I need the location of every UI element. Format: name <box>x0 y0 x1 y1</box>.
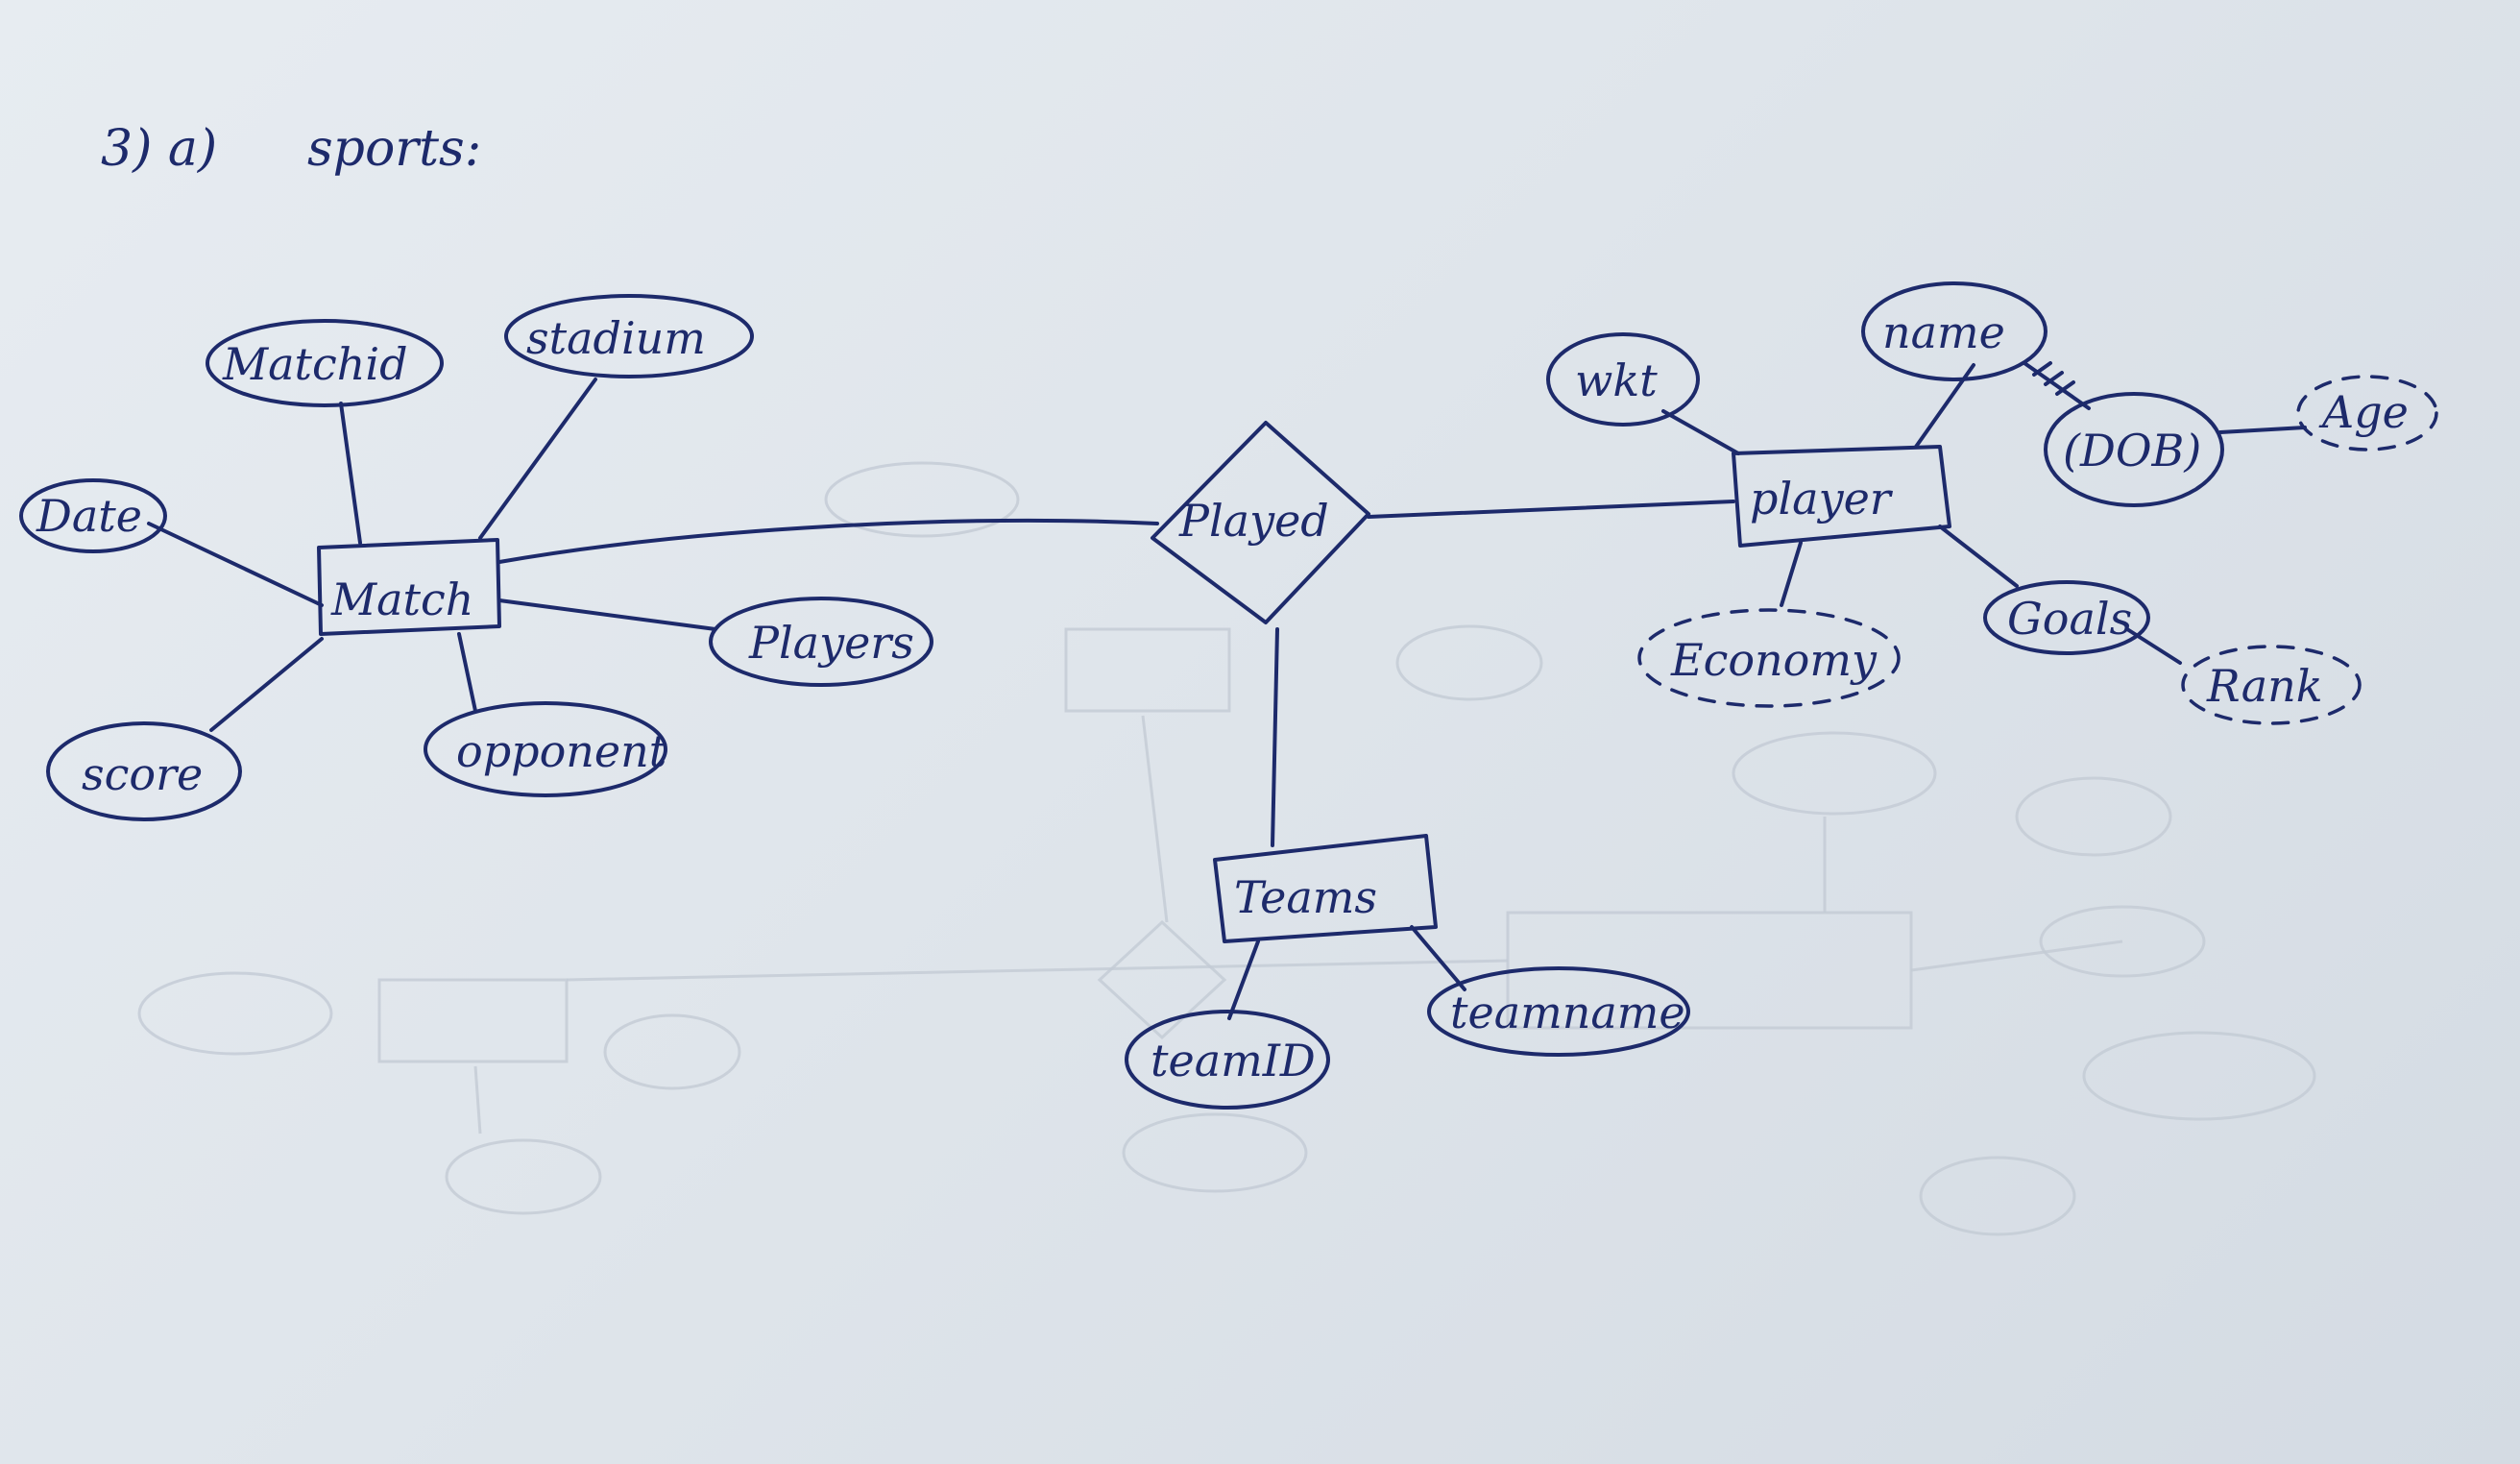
attr-teamid: teamID <box>1125 1010 1330 1110</box>
attr-age-label: Age <box>2318 386 2409 438</box>
attr-date-label: Date <box>36 490 142 542</box>
attr-rank: Rank <box>2181 645 2362 725</box>
entity-teams: Teams <box>1213 834 1438 943</box>
entity-match: Match <box>317 538 501 636</box>
entity-player-label: player <box>1750 473 1894 525</box>
attr-age: Age <box>2296 375 2438 451</box>
attr-players-label: Players <box>748 617 914 669</box>
attr-wkt-label: wkt <box>1575 354 1658 406</box>
attr-matchid: Matchid <box>206 319 444 407</box>
attr-goals-label: Goals <box>2007 593 2132 645</box>
attr-wkt: wkt <box>1546 332 1700 427</box>
attr-rank-label: Rank <box>2206 660 2323 712</box>
question-number: 3) a) <box>101 120 217 178</box>
attr-teamname: teamname <box>1427 966 1690 1057</box>
attr-opponent: opponent <box>424 701 667 797</box>
attr-stadium-label: stadium <box>526 312 706 364</box>
page-title: 3) a) sports: <box>101 120 481 178</box>
attr-teamid-label: teamID <box>1151 1035 1316 1086</box>
title-text: sports: <box>307 120 481 178</box>
attr-dob-label: (DOB) <box>2063 425 2201 476</box>
attr-name-label: name <box>1882 306 2005 358</box>
connector-lines <box>147 361 2307 1020</box>
relationship-played: Played <box>1151 421 1370 624</box>
attr-date: Date <box>19 478 167 553</box>
attr-score: score <box>46 721 242 821</box>
attr-score-label: score <box>82 748 203 800</box>
attr-stadium: stadium <box>504 294 754 378</box>
attr-dob: (DOB) <box>2044 392 2224 507</box>
entity-teams-label: Teams <box>1234 871 1377 923</box>
attr-name: name <box>1861 281 2048 381</box>
attr-players: Players <box>709 597 933 687</box>
attr-economy-label: Economy <box>1670 634 1878 686</box>
attr-teamname-label: teamname <box>1450 987 1685 1038</box>
entity-match-label: Match <box>330 573 473 625</box>
attr-matchid-label: Matchid <box>222 338 408 390</box>
attr-goals: Goals <box>1983 580 2150 655</box>
relationship-played-label: Played <box>1178 495 1329 547</box>
attr-economy: Economy <box>1637 608 1901 708</box>
entity-player: player <box>1732 445 1951 548</box>
attr-opponent-label: opponent <box>456 725 667 777</box>
bleed-through-marks <box>137 461 2316 1236</box>
